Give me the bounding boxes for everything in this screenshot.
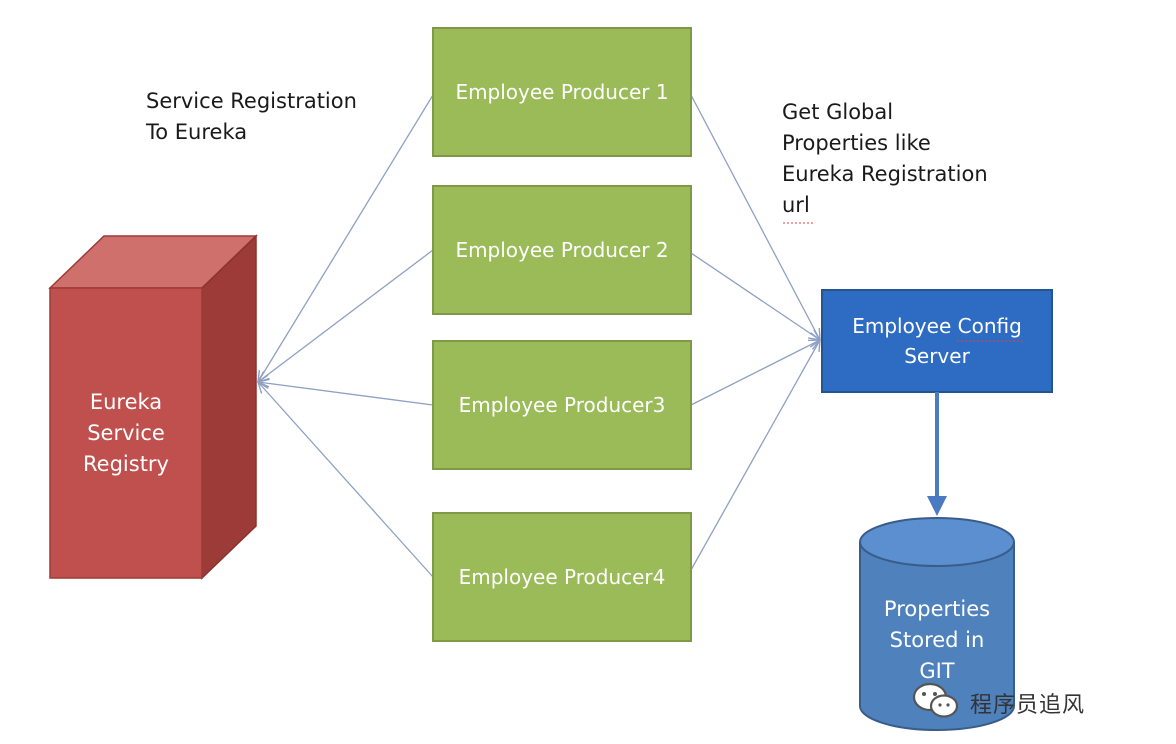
eureka-registry-box xyxy=(48,234,258,580)
git-store-cylinder xyxy=(859,517,1015,731)
connector-producer4-to-registry xyxy=(258,382,434,578)
connector-producer3-to-registry xyxy=(258,382,434,406)
registration-caption: Service Registration To Eureka xyxy=(146,89,357,144)
connector-producer4-to-config xyxy=(690,340,820,571)
connector-producer2-to-registry xyxy=(258,249,434,382)
producer-boxes xyxy=(432,27,692,642)
producer-4-box xyxy=(432,512,692,642)
git-store-label: Properties Stored in GIT xyxy=(883,596,991,683)
watermark-text: 程序员追风 xyxy=(970,693,1086,718)
producer-3-label: Employee Producer3 xyxy=(458,393,666,417)
connector-producer3-to-config xyxy=(690,340,820,406)
producer-1-box xyxy=(432,27,692,157)
cylinder-top xyxy=(859,517,1015,567)
config-connectors xyxy=(690,94,820,571)
registry-label: Eureka Service Registry xyxy=(83,389,169,476)
connector-producer1-to-registry xyxy=(258,94,434,382)
connector-producer2-to-config xyxy=(690,252,820,340)
producer-2-label: Employee Producer 2 xyxy=(455,238,669,262)
registry-front-face xyxy=(49,287,203,579)
registry-side-face xyxy=(201,234,257,580)
cylinder-body xyxy=(859,542,1015,731)
watermark: 程序员追风 xyxy=(912,681,1086,725)
producer-3-box xyxy=(432,340,692,470)
producer-2-box xyxy=(432,185,692,315)
config-server-label: Employee Config Server xyxy=(852,314,1022,368)
producer-1-label: Employee Producer 1 xyxy=(455,80,669,104)
producer-4-label: Employee Producer4 xyxy=(458,565,666,589)
wechat-icon xyxy=(912,681,960,725)
global-properties-caption: Get Global Properties like Eureka Regist… xyxy=(782,100,988,217)
registration-connectors xyxy=(258,94,434,578)
connector-producer1-to-config xyxy=(690,94,820,340)
